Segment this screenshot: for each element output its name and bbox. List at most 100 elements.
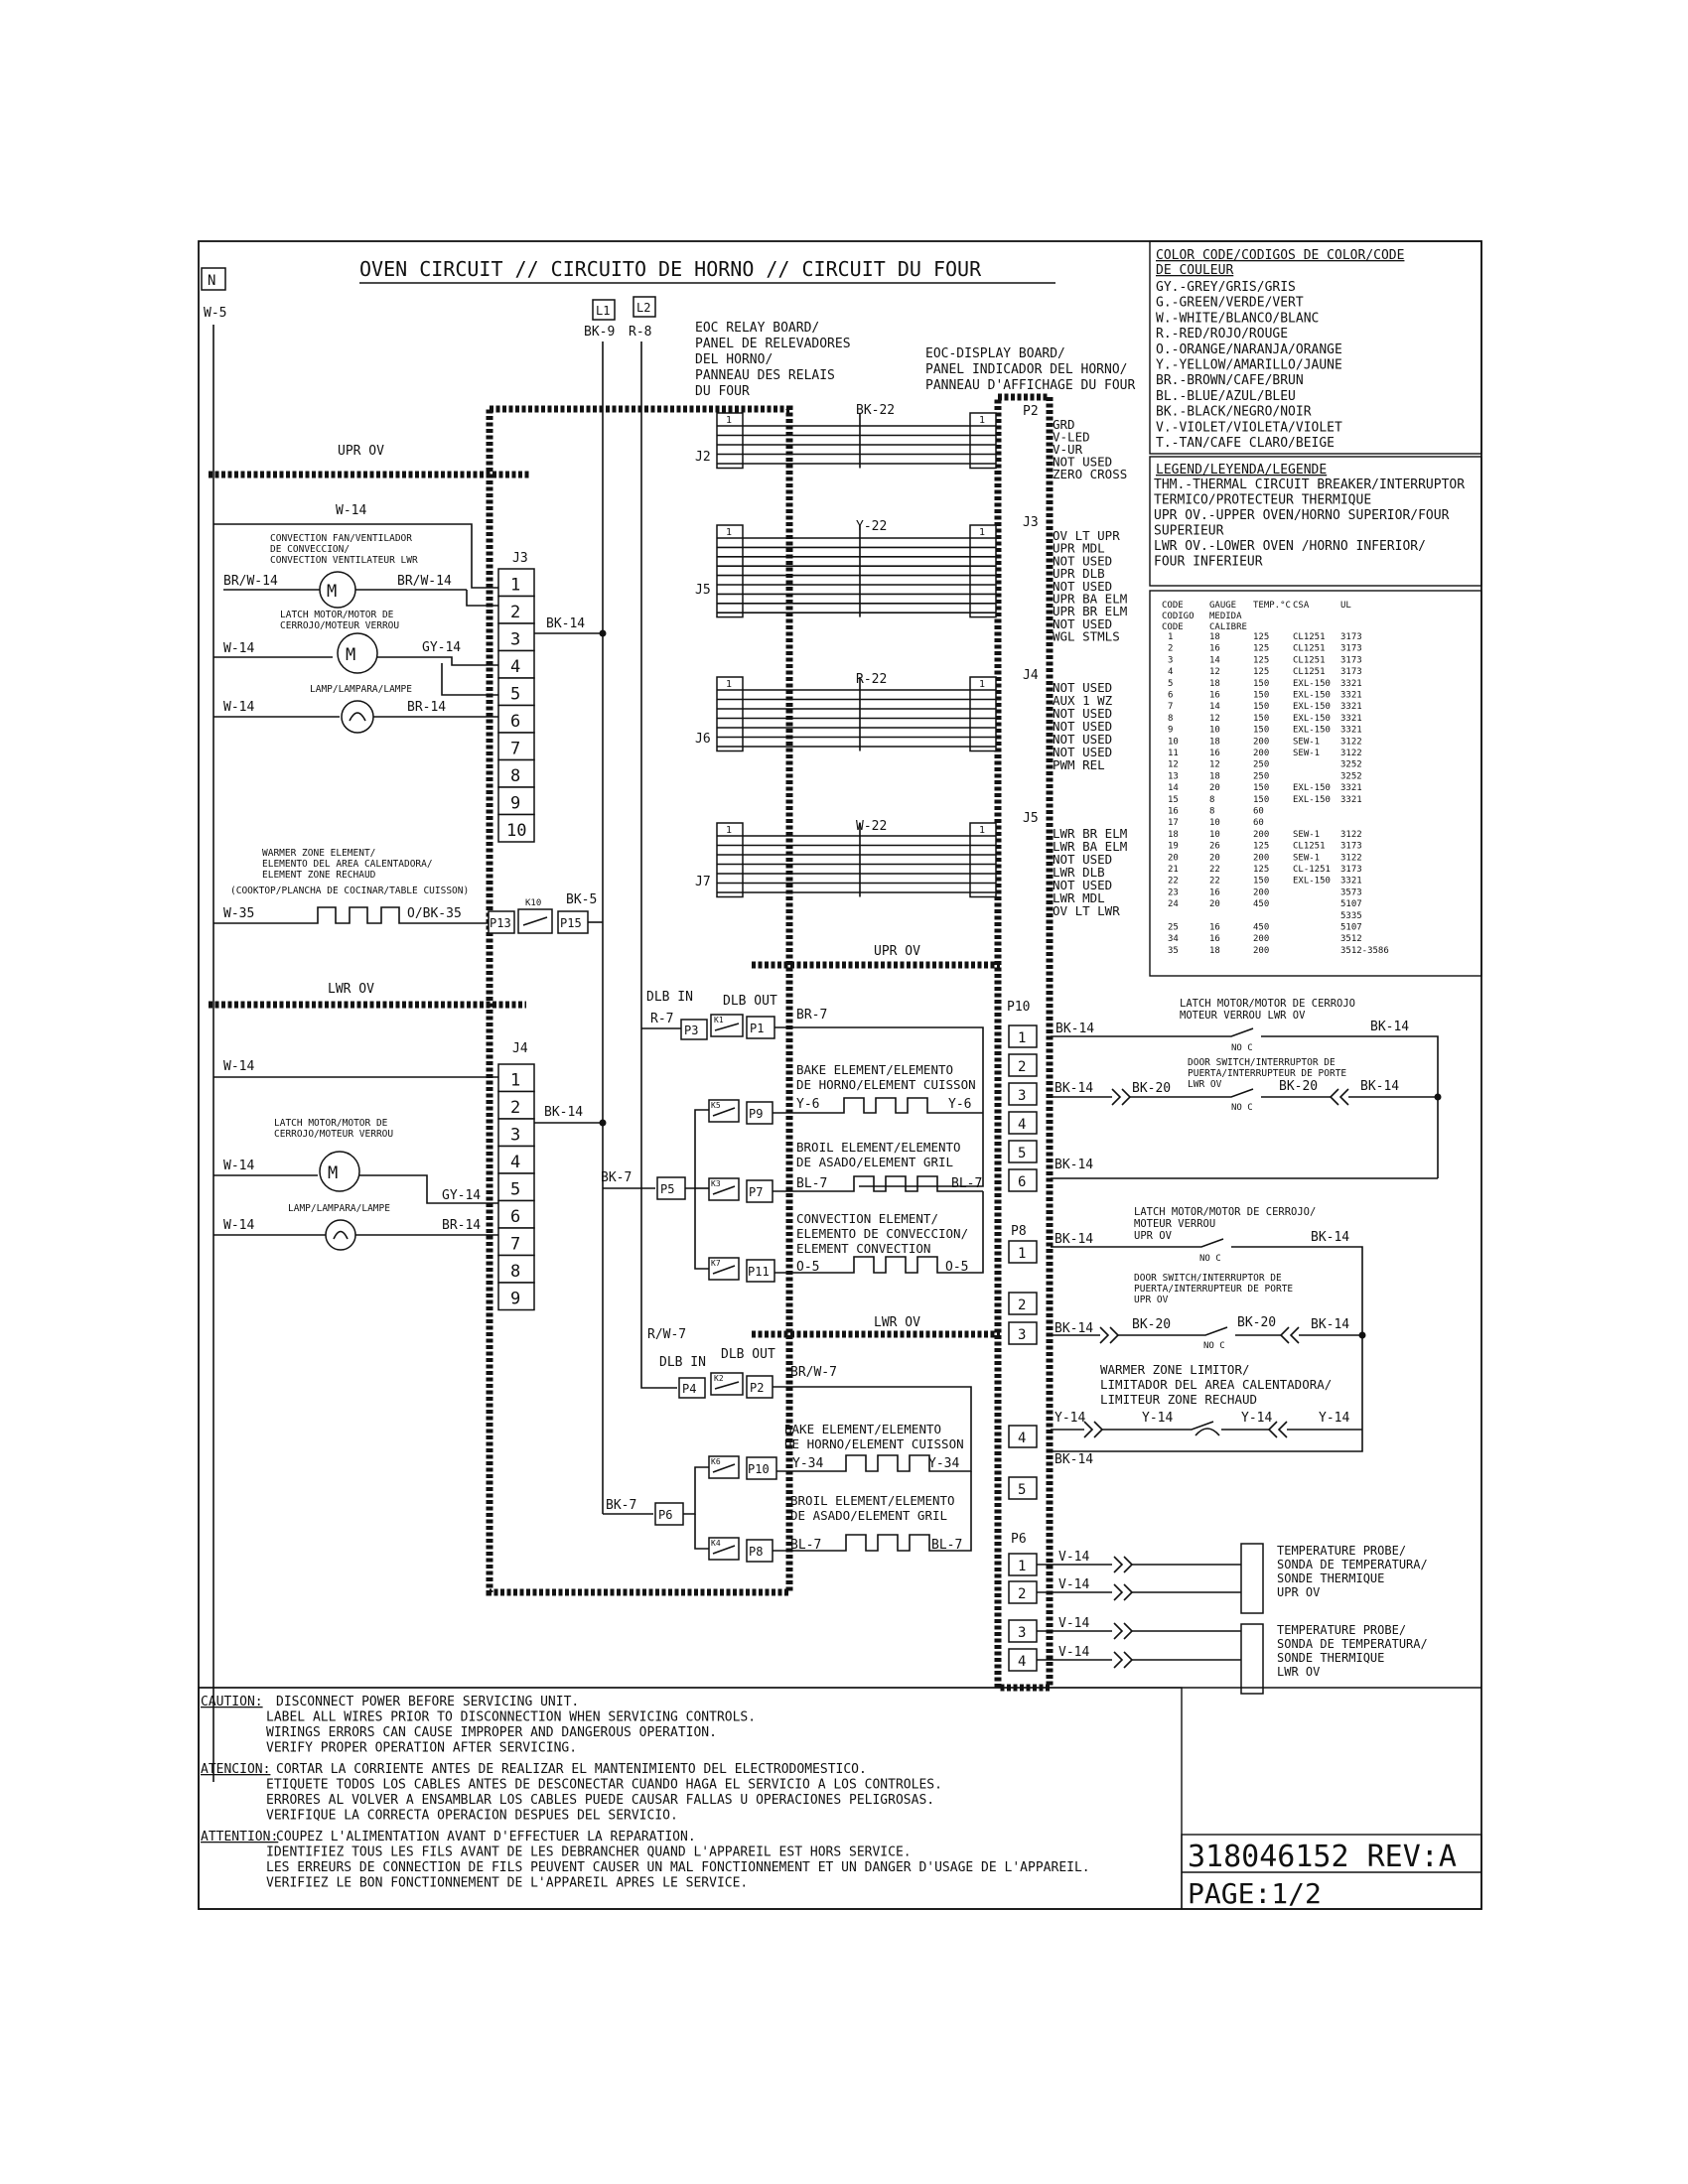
wire-gy14-lower-label: GY-14 (442, 1188, 481, 1203)
relay-k1: K1 (714, 1016, 724, 1024)
svg-text:M: M (328, 1163, 338, 1183)
connector-j5-label: J5 (695, 583, 711, 598)
upr-ov-label-left: UPR OV (338, 444, 384, 459)
gauge-table-cell: CL1251 (1293, 655, 1326, 665)
gauge-table-cell: 12 (1168, 760, 1179, 770)
wire-bk14-j4-label: BK-14 (544, 1105, 583, 1120)
gauge-table-cell: 200 (1253, 887, 1269, 897)
gauge-table-cell: EXL-150 (1293, 726, 1331, 736)
color-code-item: BR.-BROWN/CAFE/BRUN (1156, 373, 1304, 388)
gauge-table-cell: CL1251 (1293, 842, 1326, 852)
gauge-table-cell: 60 (1253, 818, 1264, 828)
door-switch-lower-title: DOOR SWITCH/INTERRUPTOR DE PUERTA/INTERR… (1188, 1057, 1346, 1090)
svg-text:1: 1 (1018, 1559, 1026, 1574)
gauge-table-cell: 8 (1168, 714, 1173, 724)
svg-text:CERROJO/MOTEUR VERROU: CERROJO/MOTEUR VERROU (280, 620, 399, 631)
svg-text:SONDE THERMIQUE: SONDE THERMIQUE (1277, 1651, 1384, 1665)
gauge-table-cell: SEW-1 (1293, 830, 1320, 840)
svg-text:DE CONVECCION/: DE CONVECCION/ (270, 544, 350, 555)
convection-fan-motor-icon (319, 571, 356, 609)
pin-label-j4-1: NOT USED (1053, 680, 1112, 695)
notice-line: WIRINGS ERRORS CAN CAUSE IMPROPER AND DA… (266, 1725, 717, 1740)
svg-text:2: 2 (1018, 1297, 1026, 1313)
gauge-table-cell: EXL-150 (1293, 679, 1331, 689)
gauge-table-cell: 150 (1253, 702, 1269, 712)
gauge-table-cell: 3173 (1340, 667, 1362, 677)
latch-motor-lower-icon (319, 1151, 360, 1192)
svg-text:LIMITEUR ZONE RECHAUD: LIMITEUR ZONE RECHAUD (1100, 1392, 1257, 1407)
gauge-table-header: GAUGE (1209, 601, 1236, 611)
svg-text:PANEL DE RELEVADORES: PANEL DE RELEVADORES (695, 337, 851, 351)
connector-p2-label: P2 (1023, 404, 1039, 419)
connector-p10-label: P10 (1007, 1000, 1030, 1015)
gauge-table-cell: 450 (1253, 899, 1269, 909)
wire-v14-probe-lower-1: V-14 (1058, 1616, 1089, 1631)
gauge-table-cell: 18 (1168, 830, 1179, 840)
wire-bk14-p10-3-label: BK-14 (1055, 1081, 1093, 1096)
door-lwr-switch-no-c: NO C (1231, 1103, 1253, 1113)
color-code-item: W.-WHITE/BLANCO/BLANC (1156, 311, 1319, 326)
gauge-table-cell: 20 (1209, 899, 1220, 909)
wire-brw14-right-label: BR/W-14 (397, 574, 452, 589)
gauge-table-cell: 3173 (1340, 865, 1362, 875)
gauge-table-cell: 3573 (1340, 887, 1362, 897)
gauge-table-header: CODE (1162, 622, 1184, 632)
gauge-table-cell: 8 (1209, 795, 1214, 805)
connector-p7: P7 (749, 1185, 763, 1199)
gauge-table-cell: 150 (1253, 679, 1269, 689)
gauge-table-cell: 10 (1209, 830, 1220, 840)
svg-text:1: 1 (510, 1071, 520, 1091)
svg-text:DEL HORNO/: DEL HORNO/ (695, 352, 773, 367)
pin-label-j3-5: NOT USED (1053, 579, 1112, 594)
wire-br14-upper-label: BR-14 (407, 700, 446, 715)
gauge-table-cell: EXL-150 (1293, 702, 1331, 712)
svg-text:PUERTA/INTERRUPTEUR DE PORTE: PUERTA/INTERRUPTEUR DE PORTE (1134, 1284, 1293, 1295)
terminal-n: N (208, 273, 215, 289)
gauge-table-cell: 18 (1209, 771, 1220, 781)
connector-j2-label: J2 (695, 450, 711, 465)
gauge-table-header: CODE (1162, 601, 1184, 611)
gauge-table-cell: 18 (1209, 946, 1220, 956)
gauge-table-cell: 60 (1253, 807, 1264, 817)
wire-v14-probe-lower-2: V-14 (1058, 1645, 1089, 1660)
wire-y34-right-label: Y-34 (928, 1456, 959, 1471)
notice-line: VERIFY PROPER OPERATION AFTER SERVICING. (266, 1741, 577, 1756)
gauge-table-cell: 25 (1168, 923, 1179, 933)
svg-text:5: 5 (1018, 1482, 1026, 1498)
color-code-title: COLOR CODE/CODIGOS DE COLOR/CODE (1156, 248, 1404, 263)
notice-line: LES ERREURS DE CONNECTION DE FILS PEUVEN… (266, 1860, 1090, 1875)
wire-y14-right-label: Y-14 (1319, 1411, 1349, 1426)
gauge-table-header: MEDIDA (1209, 612, 1242, 621)
svg-text:2: 2 (510, 603, 520, 622)
connector-p10-lower: P10 (748, 1462, 770, 1476)
svg-text:6: 6 (510, 1207, 520, 1227)
svg-text:2: 2 (1018, 1586, 1026, 1602)
svg-text:1: 1 (979, 679, 985, 690)
gauge-table-cell: 35 (1168, 946, 1179, 956)
svg-text:DE HORNO/ELEMENT CUISSON: DE HORNO/ELEMENT CUISSON (784, 1436, 964, 1451)
dlb-out-upper-label: DLB OUT (723, 994, 777, 1009)
gauge-table-cell: 125 (1253, 842, 1269, 852)
part-number: 318046152 REV:A (1188, 1840, 1457, 1874)
pin-label-j3-7: UPR BR ELM (1053, 604, 1127, 618)
wire-bk14-j3-label: BK-14 (546, 616, 585, 631)
gauge-table-cell: 3512-3586 (1340, 946, 1389, 956)
lamp-upper-title: LAMP/LAMPARA/LAMPE (310, 684, 412, 695)
color-code-box (1149, 240, 1482, 455)
bake-element-lower-title: BAKE ELEMENT/ELEMENTO DE HORNO/ELEMENT C… (784, 1422, 964, 1451)
svg-text:2: 2 (510, 1098, 520, 1118)
color-code-item: O.-ORANGE/NARANJA/ORANGE (1156, 342, 1342, 357)
svg-text:8: 8 (510, 766, 520, 786)
relay-board-outline (486, 405, 793, 1596)
upr-ov-label-mid: UPR OV (874, 944, 920, 959)
notice-line: COUPEZ L'ALIMENTATION AVANT D'EFFECTUER … (276, 1830, 696, 1844)
notice-line: CORTAR LA CORRIENTE ANTES DE REALIZAR EL… (276, 1762, 867, 1777)
svg-text:PUERTA/INTERRUPTEUR DE PORTE: PUERTA/INTERRUPTEUR DE PORTE (1188, 1068, 1346, 1079)
lwr-ov-label-mid: LWR OV (874, 1315, 920, 1330)
wire-rw7-label: R/W-7 (647, 1327, 686, 1342)
temperature-probe-upper-icon (1240, 1543, 1264, 1614)
ribbon-j5-left-plug (716, 524, 744, 618)
gauge-table-cell: 150 (1253, 783, 1269, 793)
connector-p2-lower: P2 (750, 1381, 764, 1395)
